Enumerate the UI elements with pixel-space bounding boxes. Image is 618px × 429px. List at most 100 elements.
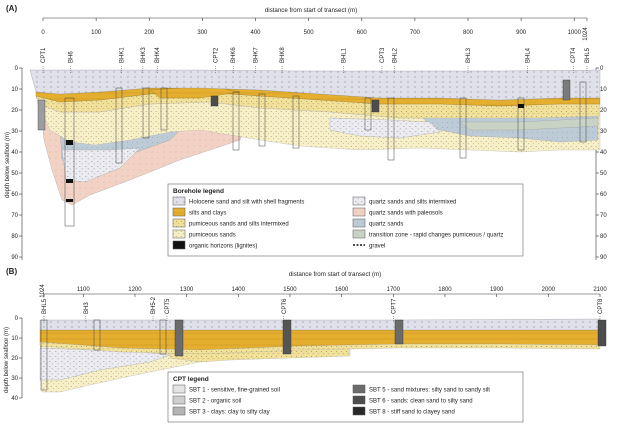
borehole-column-bhk4 <box>160 87 168 131</box>
borehole-column-bh6 <box>64 97 75 227</box>
panel-a-y-axis-title: depth below seafloor (m) <box>5 132 11 198</box>
panel-a-y-tick-label-right: 40 <box>600 150 607 156</box>
borehole-label-cpt4: CPT4 <box>571 47 577 63</box>
panel-b: (B) distance from start of transect (m) … <box>4 267 607 423</box>
organic-horizon-1 <box>66 140 73 145</box>
cpt-legend-label: SBT 2 - organic soil <box>189 399 241 405</box>
panel-a-y-tick-label-right: 50 <box>600 171 607 177</box>
panel-b-y-tick-label: 0 <box>15 316 19 322</box>
borehole-legend: Borehole legend Holocene sand and silt w… <box>167 183 524 257</box>
borehole-column-bhl1 <box>364 97 372 131</box>
panel-a-y-tick-label-left: 0 <box>15 66 19 72</box>
cpt-column-cpt6 <box>282 319 292 355</box>
legend-swatch-holocene <box>172 196 186 206</box>
panel-a-y-tick-label-right: 20 <box>600 108 607 114</box>
cpt-legend-swatch <box>172 384 186 394</box>
legend-swatch-paleosol <box>352 207 366 217</box>
cpt-legend-label: SBT 3 - clays: clay to silty clay <box>189 410 270 416</box>
cpt-legend-swatch <box>352 406 366 416</box>
panel-a-label: (A) <box>6 4 17 13</box>
borehole-column-cpt3 <box>371 99 380 113</box>
layer-holocene <box>29 69 601 101</box>
legend-label-pumice: pumiceous sands <box>189 233 236 239</box>
borehole-column-bhl5 <box>579 81 587 143</box>
legend-label-gravel: gravel <box>369 244 385 250</box>
panel-b-x-tick-label: 1500 <box>283 287 297 293</box>
panel-a-y-tick-label-right: 0 <box>600 66 604 72</box>
panel-a-x-tick-label: 1024 <box>583 27 589 41</box>
borehole-label-bhl1: BHL1 <box>342 47 348 63</box>
borehole-label-cpt7: CPT7 <box>391 298 397 314</box>
borehole-label-bhk8: BHK8 <box>280 47 286 63</box>
panel-a-x-tick-label: 600 <box>357 30 368 36</box>
cpt-legend-label: SBT 8 - stiff sand to clayey sand <box>369 410 455 416</box>
borehole-label-cpt6: CPT6 <box>282 298 288 314</box>
panel-b-y-tick-label: 10 <box>11 336 18 342</box>
borehole-label-bhk4: BHK4 <box>155 47 161 63</box>
legend-swatch-transition <box>352 229 366 239</box>
panel-a-y-tick-label-left: 90 <box>11 255 18 261</box>
panel-a: (A) distance from start of transect (m) … <box>5 4 607 261</box>
borehole-label-cpt3: CPT3 <box>380 47 386 63</box>
legend-label-quartz: quartz sands <box>369 222 403 228</box>
panel-a-y-tick-label-right: 70 <box>600 213 607 219</box>
legend-label-organic: organic horizons (lignites) <box>189 244 257 250</box>
layer-transition-right <box>459 117 599 131</box>
panel-a-y-tick-label-right: 80 <box>600 234 607 240</box>
organic-horizon-3 <box>66 199 73 202</box>
cpt-legend-swatch <box>172 406 186 416</box>
borehole-label-bhl4: BHL4 <box>526 47 532 63</box>
legend-label-quartzsilt: quartz sands and silts intermixed <box>369 200 456 206</box>
borehole-label-cpt5: CPT5 <box>165 298 171 314</box>
panel-a-y-tick-label-left: 70 <box>11 213 18 219</box>
organic-horizon-bhl4 <box>518 104 524 108</box>
legend-swatch-pumsilt <box>172 218 186 228</box>
panel-a-x-tick-label: 700 <box>410 30 421 36</box>
borehole-label-bhl3: BHL3 <box>466 47 472 63</box>
panel-b-x-tick-label: 1900 <box>490 287 504 293</box>
organic-horizon-2 <box>66 179 73 183</box>
borehole-label-cpt1: CPT1 <box>41 47 47 63</box>
panel-a-x-tick-label: 1000 <box>568 30 582 36</box>
panel-a-y-tick-label-left: 50 <box>11 171 18 177</box>
borehole-legend-title: Borehole legend <box>173 188 224 195</box>
borehole-column-bhl3 <box>459 97 467 159</box>
panel-a-x-tick-label: 800 <box>463 30 474 36</box>
borehole-label-bhk7: BHK7 <box>254 47 260 63</box>
panel-a-y-tick-label-left: 40 <box>11 150 18 156</box>
cpt-column-cpt7 <box>394 319 404 345</box>
panel-a-y-tick-label-left: 30 <box>11 129 18 135</box>
layer-quartzsilt-right <box>329 117 441 139</box>
panel-b-x-tick-label: 1800 <box>438 287 452 293</box>
legend-swatch-quartzsilt <box>352 196 366 206</box>
cpt-legend-swatch <box>172 395 186 405</box>
borehole-label-cpt2: CPT2 <box>214 47 220 63</box>
layer-holocene-b <box>39 318 601 331</box>
panel-a-cross-section <box>29 69 601 227</box>
cpt-legend-label: SBT 5 - sand mixtures: silty sand to san… <box>369 388 490 394</box>
cpt-legend-swatch <box>352 395 366 405</box>
cpt-legend: CPT legend SBT 1 - sensitive, fine-grain… <box>167 371 524 423</box>
panel-b-cross-section <box>39 318 607 393</box>
borehole-label-bhk3: BHK3 <box>141 47 147 63</box>
panel-b-x-tick-label: 1100 <box>77 287 91 293</box>
panel-a-x-tick-label: 300 <box>197 30 208 36</box>
panel-a-y-tick-label-right: 90 <box>600 255 607 261</box>
panel-a-y-tick-label-right: 10 <box>600 87 607 93</box>
borehole-label-bh5-2: BH5-2 <box>151 296 157 314</box>
legend-label-paleosol: quartz sands with paleosols <box>369 211 443 217</box>
legend-label-transition: transition zone - rapid changes pumiceou… <box>369 233 503 239</box>
panel-b-x-tick-label: 2000 <box>542 287 556 293</box>
legend-swatch-silt <box>172 207 186 217</box>
legend-label-silt: silts and clays <box>189 211 226 217</box>
borehole-column-bhk1 <box>115 87 123 164</box>
panel-b-y-tick-label: 20 <box>11 356 18 362</box>
cpt-column-cpt8 <box>597 319 607 347</box>
borehole-column-cpt1 <box>37 99 46 131</box>
legend-swatch-pumice <box>172 229 186 239</box>
panel-b-x-axis-title: distance from start of transect (m) <box>289 271 382 278</box>
panel-a-x-tick-label: 200 <box>144 30 155 36</box>
